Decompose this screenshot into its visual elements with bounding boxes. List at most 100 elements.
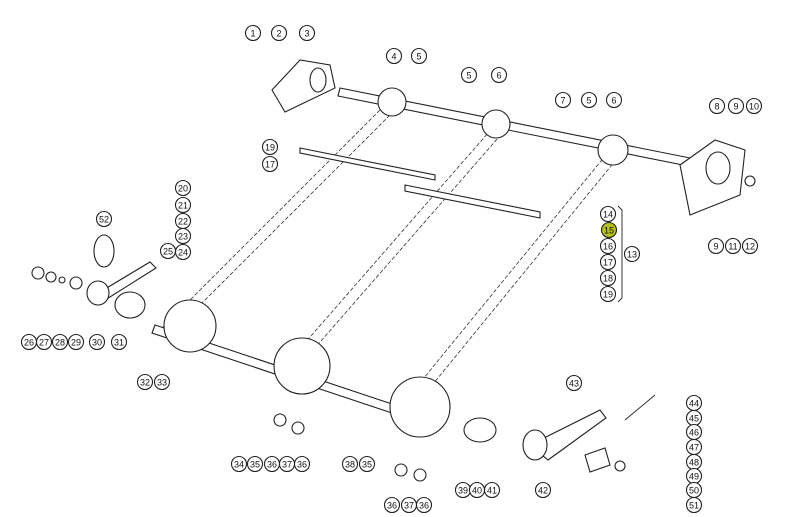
callout-number: 45 (689, 414, 699, 424)
callout-number: 44 (689, 399, 699, 409)
callout-43: 43 (565, 374, 583, 392)
callout-circle (358, 455, 376, 473)
callout-37: 37 (400, 496, 418, 514)
callout-35: 35 (358, 455, 376, 473)
callout-circle (600, 221, 618, 239)
callout-circle (708, 97, 726, 115)
callout-34: 34 (230, 455, 248, 473)
callout-17: 17 (261, 155, 279, 173)
chain-lines (159, 109, 621, 401)
sprocket-4 (377, 87, 407, 117)
callout-18: 18 (599, 269, 617, 287)
callout-number: 22 (178, 217, 188, 227)
callout-circle (293, 455, 311, 473)
callout-circle (246, 455, 264, 473)
callout-number: 40 (472, 486, 482, 496)
callout-44: 44 (685, 394, 703, 412)
callout-number: 19 (603, 290, 613, 300)
callout-circle (599, 253, 617, 271)
callout-circle (35, 333, 53, 351)
callout-circle (110, 333, 128, 351)
callout-23: 23 (174, 227, 192, 245)
callout-6: 6 (490, 66, 508, 84)
callout-number: 5 (416, 52, 421, 62)
callout-5: 5 (580, 91, 598, 109)
callout-number: 36 (419, 501, 429, 511)
callout-number: 51 (689, 501, 699, 511)
callout-number: 29 (71, 338, 81, 348)
callout-circle (410, 47, 428, 65)
callout-7: 7 (554, 91, 572, 109)
bearing-plate-right (679, 139, 756, 216)
callout-39: 39 (454, 481, 472, 499)
callout-4: 4 (385, 47, 403, 65)
callout-circle (724, 237, 742, 255)
callout-circle (623, 245, 641, 263)
callout-number: 35 (250, 460, 260, 470)
callout-number: 52 (99, 215, 109, 225)
callout-number: 37 (404, 501, 414, 511)
callout-number: 11 (728, 242, 737, 252)
callout-circle (136, 373, 154, 391)
callout-2: 2 (270, 24, 288, 42)
callout-circle (534, 481, 552, 499)
callout-number: 46 (689, 428, 699, 438)
callout-8: 8 (708, 97, 726, 115)
callout-number: 30 (92, 338, 102, 348)
callout-circle (599, 269, 617, 287)
callout-number: 35 (362, 460, 372, 470)
callout-circle (51, 333, 69, 351)
callout-14: 14 (599, 205, 617, 223)
callout-36: 36 (383, 496, 401, 514)
callout-number: 6 (496, 71, 501, 81)
callout-3: 3 (298, 24, 316, 42)
callout-number: 28 (55, 338, 65, 348)
callout-circle (270, 24, 288, 42)
callout-number: 39 (458, 486, 468, 496)
lower-shaft (151, 299, 451, 438)
callout-number: 43 (569, 379, 579, 389)
callout-circle (88, 333, 106, 351)
callout-42: 42 (534, 481, 552, 499)
callout-circle (565, 374, 583, 392)
sprocket-35b (389, 376, 451, 438)
callout-number: 9 (733, 102, 738, 112)
callout-30: 30 (88, 333, 106, 351)
callout-41: 41 (483, 481, 501, 499)
callout-circle (95, 210, 113, 228)
callout-circle (244, 24, 262, 42)
callout-number: 32 (140, 378, 150, 388)
callout-circle (415, 496, 433, 514)
callout-number: 23 (178, 232, 188, 242)
callout-28: 28 (51, 333, 69, 351)
callout-number: 3 (304, 29, 309, 39)
callout-number: 36 (267, 460, 277, 470)
callout-circle (483, 481, 501, 499)
callout-27: 27 (35, 333, 53, 351)
callout-5: 5 (410, 47, 428, 65)
callout-13: 13 (623, 245, 641, 263)
callout-circle (554, 91, 572, 109)
callout-number: 27 (39, 338, 49, 348)
tensioner-right (463, 394, 656, 473)
callout-6: 6 (605, 91, 623, 109)
callout-number: 1 (250, 29, 255, 39)
callout-number: 8 (714, 102, 719, 112)
callout-circle (599, 205, 617, 223)
callout-number: 37 (282, 460, 292, 470)
callout-40: 40 (468, 481, 486, 499)
callout-circle (460, 66, 478, 84)
callout-number: 15 (604, 226, 614, 236)
slat-bars (299, 147, 541, 219)
callout-circle (727, 97, 745, 115)
callout-number: 18 (603, 274, 613, 284)
callout-number: 7 (560, 96, 565, 106)
callout-15: 15 (600, 221, 618, 239)
callout-circle (599, 237, 617, 255)
callout-circle (153, 373, 171, 391)
callout-number: 6 (611, 96, 616, 106)
callout-48: 48 (685, 453, 703, 471)
callout-47: 47 (685, 438, 703, 456)
